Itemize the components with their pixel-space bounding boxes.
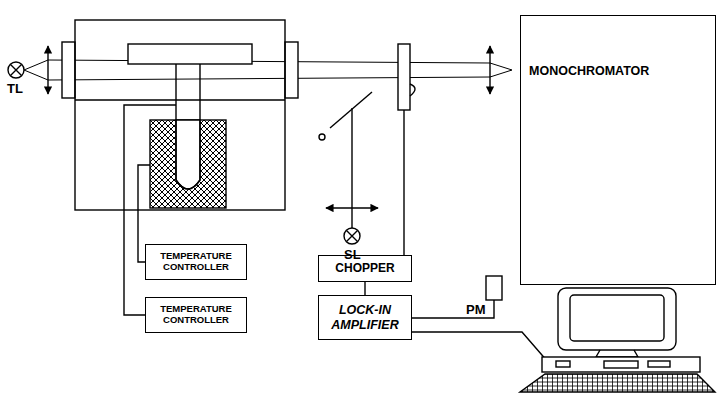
box-label: CHOPPER [335,262,394,276]
lamp-symbol [8,62,24,78]
signal-wire [412,300,494,318]
box-label: TEMPERATURE CONTROLLER [150,304,242,326]
lens [47,46,48,94]
computer [520,288,715,392]
heater-wire [124,105,176,315]
wire [364,282,365,295]
lamp-symbol [344,228,360,244]
chopper-blade [398,44,415,255]
part-label: PM [466,303,486,316]
part-label: TL [7,82,23,95]
part-label: SL [344,248,361,261]
instrument-box: MONOCHROMATOR [520,15,716,285]
device-box: CHOPPER [318,255,412,282]
light-beam [24,60,512,80]
controller-box: TEMPERATURE CONTROLLER [145,297,247,333]
box-label: LOCK-IN AMPLIFIER [323,303,407,332]
photomultiplier [486,276,502,300]
box-label: TEMPERATURE CONTROLLER [150,251,242,273]
data-cable [412,332,548,362]
device-box: LOCK-IN AMPLIFIER [318,295,412,340]
cryostat [62,20,298,210]
box-label: MONOCHROMATOR [529,64,649,78]
lens [489,46,490,94]
controller-box: TEMPERATURE CONTROLLER [145,244,247,280]
swing-mirror [319,92,378,228]
